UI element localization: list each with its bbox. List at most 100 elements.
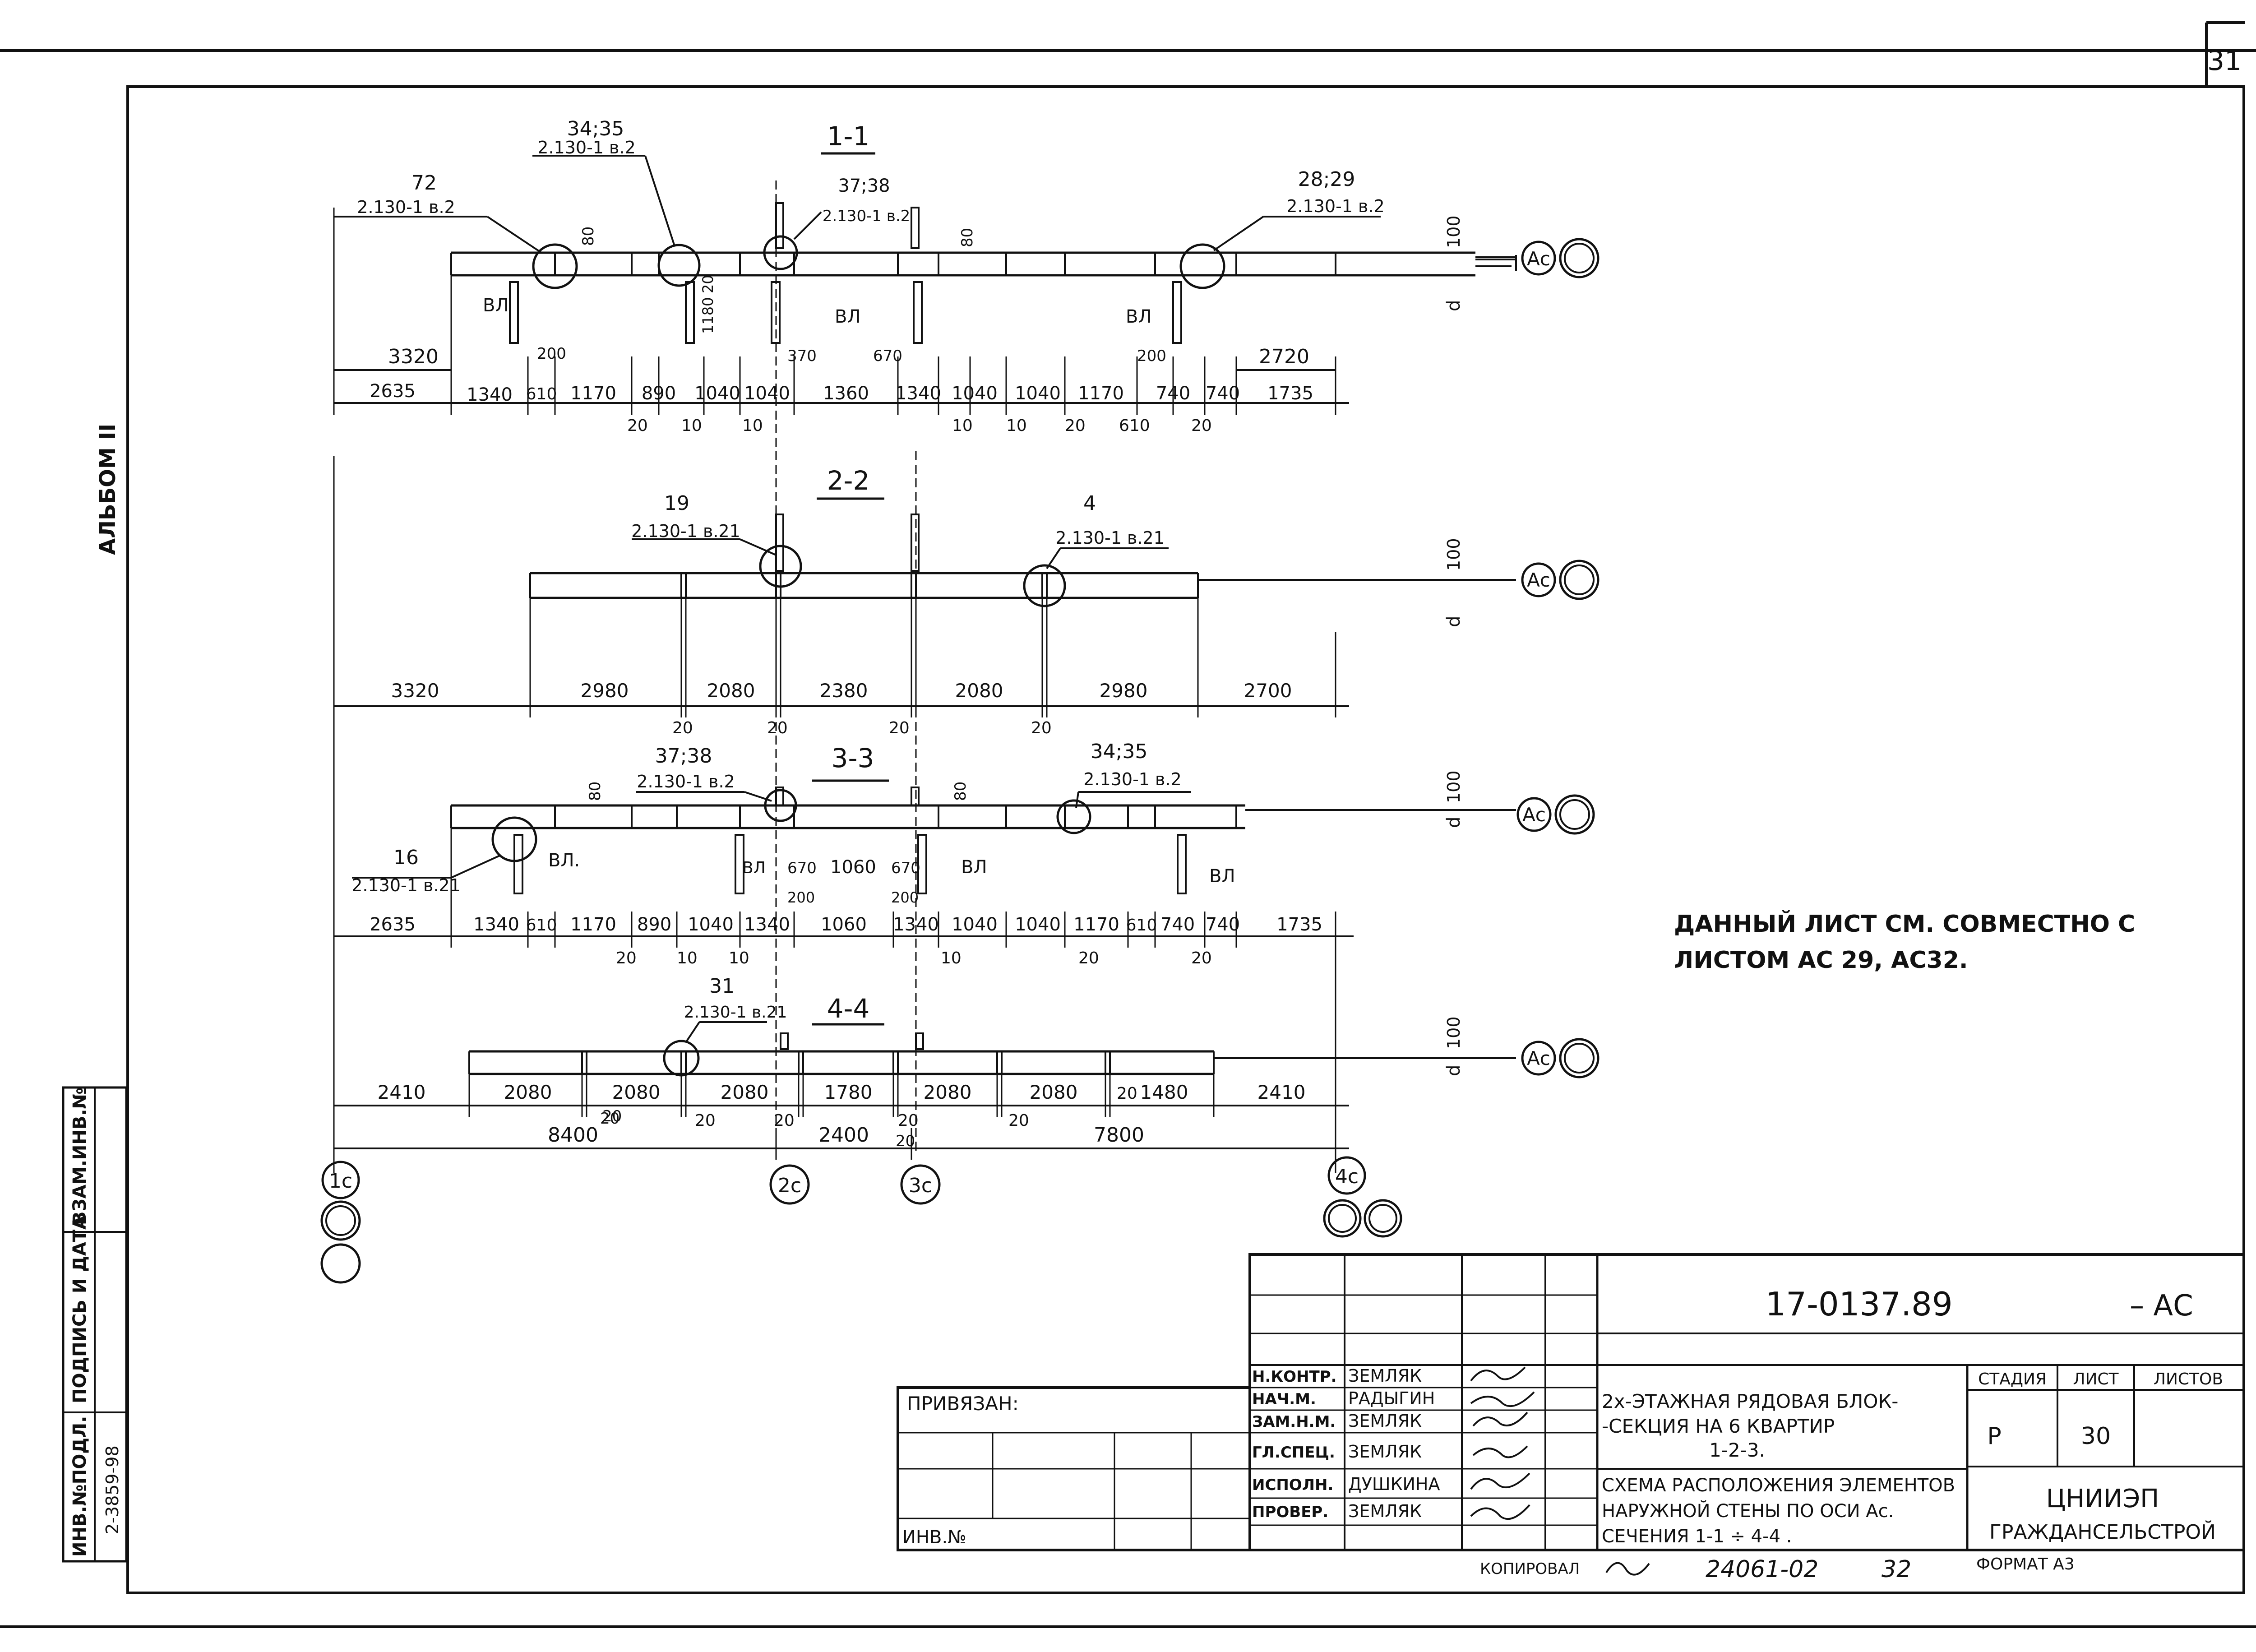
callout-reference: 2.130-1 в.21 [631, 521, 740, 541]
svg-text:2080: 2080 [504, 1081, 552, 1103]
svg-text:1170: 1170 [1073, 914, 1119, 935]
svg-text:20: 20 [602, 1107, 622, 1125]
svg-text:7800: 7800 [1094, 1124, 1144, 1147]
role-name: ДУШКИНА [1348, 1474, 1440, 1494]
grid-axis-bubble [769, 1164, 810, 1205]
svg-text:20: 20 [1078, 949, 1099, 967]
svg-text:1170: 1170 [570, 383, 616, 404]
sheets-header: ЛИСТОВ [2154, 1370, 2223, 1388]
callout-number: 31 [709, 975, 735, 998]
sheet-header: ЛИСТ [2073, 1370, 2119, 1388]
callout-reference: 2.130-1 в.21 [351, 875, 461, 895]
svg-text:2380: 2380 [820, 680, 868, 702]
dim-label: 100 [1444, 770, 1464, 803]
grid-axis-label: 1с [329, 1170, 352, 1193]
svg-text:20: 20 [774, 1111, 795, 1130]
drawing-frame [126, 85, 2245, 1594]
svg-text:2635: 2635 [370, 381, 416, 402]
dim-label: 1180 [699, 297, 717, 334]
dimension-chain: 2410 2080 2080 2080 1780 2080 2080 1480 … [378, 1081, 1306, 1103]
svg-text:20: 20 [616, 949, 637, 967]
stage-header: СТАДИЯ [1978, 1370, 2047, 1388]
total-dims: 8400 2400 7800 20 20 [548, 1110, 1144, 1150]
svg-text:20: 20 [1065, 416, 1086, 435]
copier-signature [1605, 1562, 1650, 1576]
svg-text:610: 610 [526, 385, 557, 403]
axis-bubble [1521, 1041, 1556, 1076]
svg-text:1170: 1170 [570, 914, 616, 935]
inv-label: ИНВ.№ [902, 1527, 966, 1548]
svg-text:20: 20 [896, 1132, 915, 1150]
callout-reference: 2.130-1 в.2 [537, 138, 635, 157]
svg-text:20: 20 [672, 719, 693, 737]
axis-bubble [1521, 241, 1556, 276]
dim-label: 3320 [388, 345, 439, 368]
album-label: АЛЬБОМ II [95, 424, 120, 555]
callout-number: 16 [393, 846, 419, 869]
grid-axis-bubble [900, 1164, 941, 1205]
small-dims: 20 20 20 20 [672, 719, 1052, 737]
svg-text:20: 20 [1031, 719, 1052, 737]
svg-text:1360: 1360 [823, 383, 869, 404]
svg-text:2080: 2080 [707, 680, 755, 702]
svg-text:610: 610 [1126, 916, 1157, 935]
svg-text:610: 610 [526, 916, 557, 935]
svg-text:1040: 1040 [744, 383, 790, 404]
section-title: 3-3 [832, 743, 874, 773]
svg-text:20: 20 [600, 1110, 619, 1128]
section-1-1: 1-1 [333, 117, 1600, 435]
svg-text:10: 10 [941, 949, 962, 967]
vl-label: ВЛ [961, 857, 987, 878]
svg-text:1040: 1040 [694, 383, 740, 404]
dim-label: 100 [1444, 1016, 1464, 1049]
svg-text:2980: 2980 [581, 680, 629, 702]
callout-number: 37;38 [838, 176, 890, 196]
note-line: ЛИСТОМ АС 29, АС32. [1674, 947, 1968, 974]
dim-label: 80 [952, 782, 970, 801]
order-number: 24061-02 [1706, 1556, 1818, 1583]
title-block: ПРИВЯЗАН: ИНВ.№ Н.КОНТР. ЗЕМЛЯК НАЧ.М. Р… [897, 1253, 2245, 1551]
copied-label: КОПИРОВАЛ [1480, 1560, 1580, 1578]
svg-text:3320: 3320 [391, 680, 439, 702]
stamp-inv-podl: ИНВ.№ПОДЛ. [69, 1416, 90, 1557]
svg-text:1060: 1060 [821, 914, 867, 935]
stage-value: Р [1987, 1423, 2001, 1450]
format-label: ФОРМАТ А3 [1976, 1555, 2075, 1573]
callout-number: 19 [664, 492, 689, 515]
building-line: -СЕКЦИЯ НА 6 КВАРТИР [1602, 1415, 1835, 1437]
role-name: ЗЕМЛЯК [1348, 1442, 1422, 1462]
svg-text:1040: 1040 [952, 383, 998, 404]
svg-text:1480: 1480 [1140, 1081, 1188, 1103]
svg-text:610: 610 [1119, 416, 1150, 435]
dim-label: 80 [586, 782, 604, 801]
callout-number: 4 [1083, 492, 1096, 515]
callout-number: 34;35 [567, 117, 624, 140]
svg-text:1040: 1040 [1015, 914, 1061, 935]
svg-text:20: 20 [627, 416, 648, 435]
svg-text:2080: 2080 [1030, 1081, 1078, 1103]
stamp-signature-date: ПОДПИСЬ И ДАТА [69, 1216, 90, 1403]
drawing-line: СХЕМА РАСПОЛОЖЕНИЯ ЭЛЕМЕНТОВ [1602, 1475, 1955, 1496]
svg-text:20: 20 [1008, 1111, 1029, 1130]
svg-text:890: 890 [637, 914, 671, 935]
svg-text:20: 20 [889, 719, 910, 737]
svg-text:2410: 2410 [378, 1081, 426, 1103]
svg-text:1340: 1340 [473, 914, 519, 935]
role-label: ИСПОЛН. [1252, 1476, 1333, 1494]
svg-text:1340: 1340 [895, 383, 941, 404]
svg-text:10: 10 [952, 416, 973, 435]
order-suffix: 32 [1882, 1556, 1911, 1583]
callout-reference: 2.130-1 в.2 [357, 197, 455, 217]
vl-label: ВЛ. [548, 850, 580, 871]
svg-text:1040: 1040 [688, 914, 734, 935]
dim-label: 1060 [830, 857, 876, 878]
note-line: ДАННЫЙ ЛИСТ СМ. СОВМЕСТНО С [1674, 910, 2135, 938]
callout-number: 37;38 [655, 745, 712, 768]
doc-suffix: – АС [2130, 1289, 2193, 1323]
svg-text:1040: 1040 [952, 914, 998, 935]
svg-text:20: 20 [1191, 416, 1212, 435]
section-title: 2-2 [827, 465, 870, 496]
svg-text:1735: 1735 [1267, 383, 1313, 404]
dim-label: 200 [787, 889, 815, 906]
